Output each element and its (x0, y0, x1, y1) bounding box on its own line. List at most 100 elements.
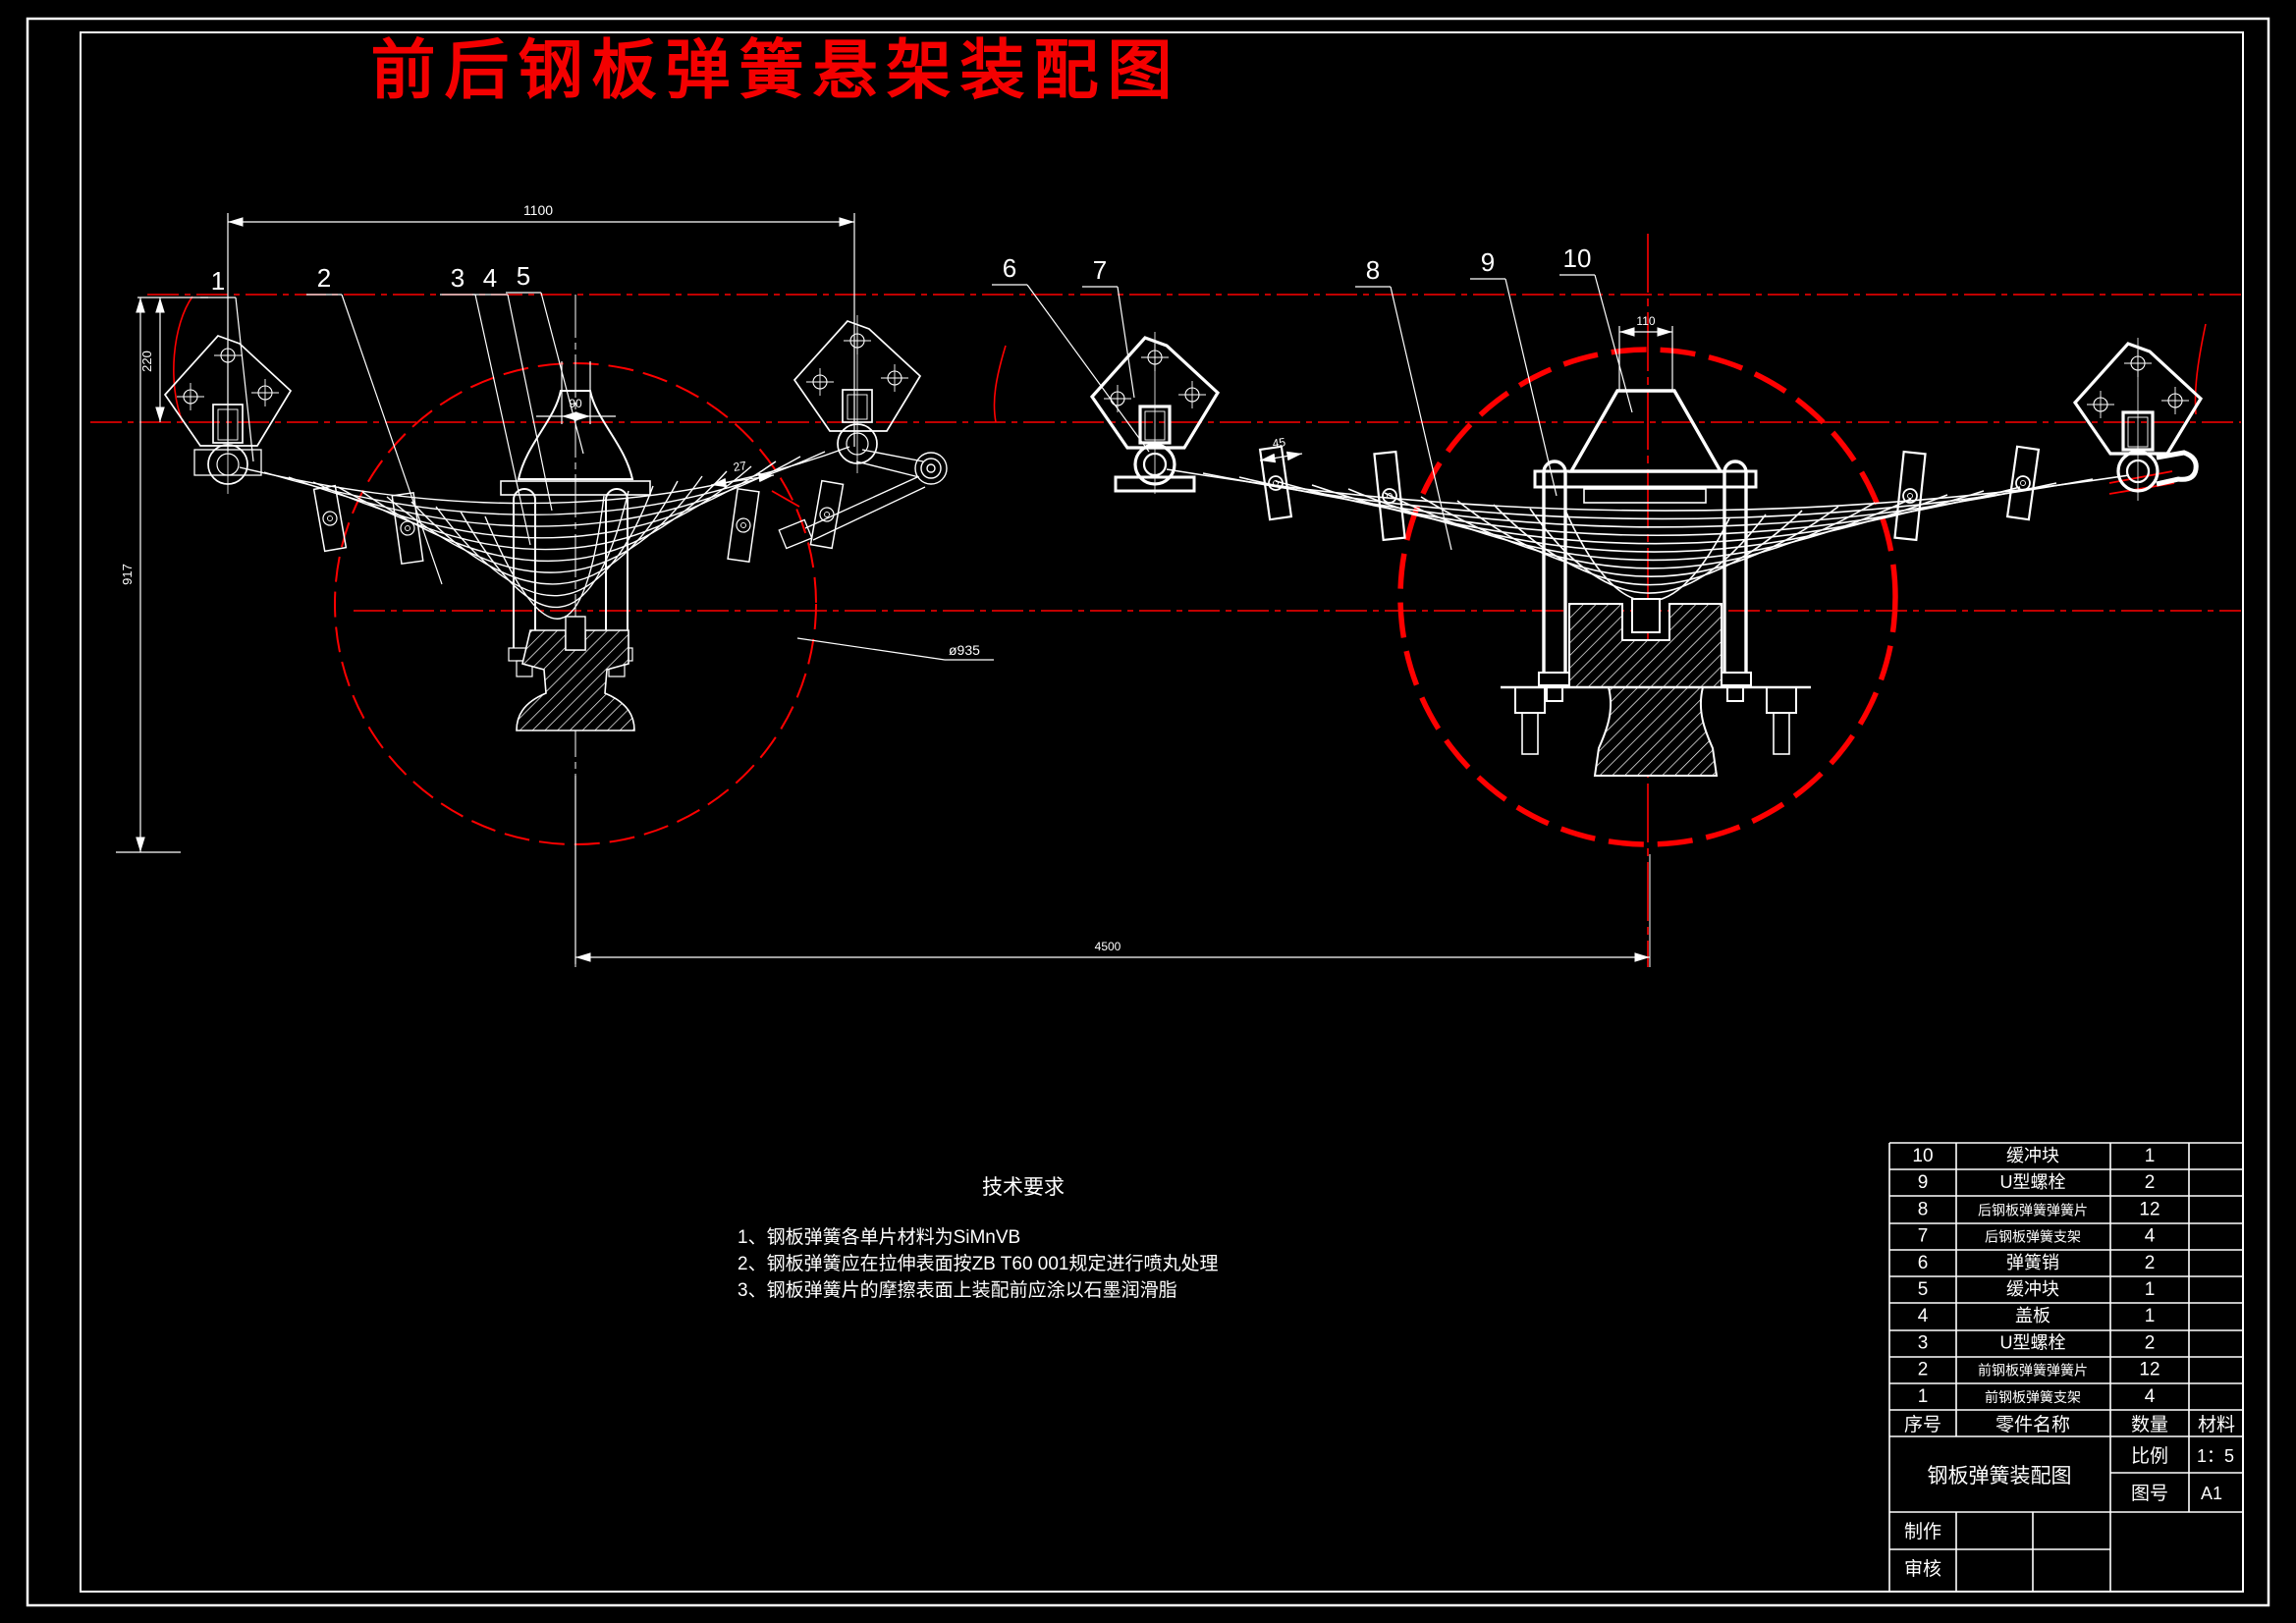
callout-7: 7 (1082, 255, 1135, 399)
callout-number: 2 (317, 263, 331, 293)
dim-45: 45 (1272, 435, 1287, 451)
tech-requirement-item: 3、钢板弹簧片的摩擦表面上装配前应涂以石墨润滑脂 (738, 1279, 1177, 1301)
leaf-line (1347, 488, 1948, 553)
rebound-clip (312, 484, 348, 553)
dim-917: 917 (120, 564, 135, 585)
callout-10: 10 (1559, 243, 1633, 413)
title-block: 钢板弹簧装配图 比例 1：5 图号 A1 制作 审核 (1904, 1445, 2234, 1580)
u-bolt (1722, 460, 1748, 673)
shackle-pin (914, 452, 948, 485)
spring-bracket (163, 335, 293, 447)
bom-cell-name: 盖板 (2015, 1306, 2050, 1325)
leaf-line (460, 490, 629, 608)
callout-leader (235, 297, 254, 462)
bom-cell-no: 7 (1918, 1226, 1929, 1247)
number-label: 图号 (2131, 1484, 2168, 1504)
number-value: A1 (2201, 1484, 2222, 1503)
bom-header-no: 序号 (1904, 1414, 1941, 1435)
callout-1: 1 (200, 266, 254, 462)
callout-9: 9 (1470, 247, 1558, 497)
dim-935: ø935 (949, 642, 980, 658)
tech-requirement-item: 2、钢板弹簧应在拉伸表面按ZB T60 001规定进行喷丸处理 (738, 1253, 1219, 1274)
u-bolt (513, 488, 536, 648)
bracket-hook (2156, 450, 2199, 487)
scale-label: 比例 (2131, 1445, 2168, 1467)
bom-cell-no: 10 (1912, 1146, 1933, 1166)
rear-spring-view (1089, 332, 2204, 777)
callout-8: 8 (1355, 255, 1452, 551)
white-centerlines (574, 295, 1651, 967)
leaf-line (1384, 492, 1912, 562)
bom-header-qty: 数量 (2131, 1414, 2168, 1435)
link-end (778, 518, 813, 550)
front-bumper-block (517, 390, 634, 480)
bom-cell-name: U型螺栓 (2000, 1172, 2066, 1192)
front-axle-seat (516, 629, 635, 731)
rear-axle-pedestal (1593, 686, 1719, 777)
callout-number: 8 (1366, 255, 1380, 285)
rebound-clip (1373, 450, 1406, 542)
u-bolt (605, 488, 629, 648)
dim-1100: 1100 (523, 202, 553, 218)
maker-label: 制作 (1904, 1521, 1941, 1542)
callout-5: 5 (506, 261, 584, 455)
bom-cell-qty: 4 (2145, 1386, 2156, 1407)
seat-bolt (1521, 712, 1539, 755)
leaf-line (410, 480, 679, 585)
spring-bracket (793, 320, 922, 432)
callout-number: 10 (1563, 243, 1592, 273)
bom-cell-name: 前钢板弹簧弹簧片 (1978, 1363, 2088, 1379)
callout-leader (1026, 284, 1150, 453)
seat-wing (1766, 686, 1797, 714)
rebound-clip (809, 479, 845, 550)
callout-4: 4 (472, 263, 553, 512)
callout-number: 6 (1003, 253, 1016, 283)
callout-leader (507, 294, 553, 512)
bom-cell-name: 后钢板弹簧弹簧片 (1978, 1202, 2088, 1217)
bom-row-3: 3 U型螺栓 2 (1918, 1332, 2156, 1353)
u-bolt-nut (1537, 671, 1572, 687)
bom-cell-qty: 2 (2145, 1332, 2156, 1353)
bom-cell-no: 8 (1918, 1199, 1929, 1219)
center-bolt (1631, 598, 1661, 633)
bom-cell-qty: 1 (2145, 1306, 2156, 1326)
center-bolt (565, 616, 586, 651)
bom-cell-no: 6 (1918, 1253, 1929, 1273)
bom-cell-qty: 1 (2145, 1146, 2156, 1166)
tech-requirement-item: 1、钢板弹簧各单片材料为SiMnVB (738, 1226, 1020, 1248)
leaf-line (484, 495, 605, 620)
bom-cell-name: U型螺栓 (2000, 1332, 2066, 1352)
tech-requirements-heading: 技术要求 (982, 1176, 1065, 1199)
bom-cell-name: 后钢板弹簧支架 (1985, 1229, 2081, 1245)
bom-cell-name: 弹簧销 (2006, 1253, 2059, 1272)
spring-bracket (1089, 336, 1221, 450)
callout-3: 3 (440, 263, 531, 546)
leaf-line (1311, 484, 1985, 545)
rebound-clip (727, 487, 760, 564)
leaf-line (1420, 496, 1876, 569)
callout-6: 6 (992, 253, 1150, 453)
callout-leader (1504, 278, 1558, 497)
callout-leader (1390, 286, 1452, 551)
bom-row-8: 8 后钢板弹簧弹簧片 12 (1918, 1199, 2160, 1219)
rebound-clip (1893, 450, 1927, 542)
leaf-line (435, 485, 654, 597)
front-spring-view (163, 315, 948, 731)
bom-cell-name: 缓冲块 (2006, 1279, 2059, 1299)
bom-header: 序号 零件名称 数量 材料 (1904, 1414, 2235, 1435)
bom-cell-qty: 12 (2139, 1199, 2159, 1219)
callout-2: 2 (306, 263, 443, 585)
leaf-line (1529, 508, 1767, 594)
callout-number: 1 (211, 266, 225, 296)
callout-number: 3 (451, 263, 465, 293)
leaf-line (1456, 500, 1839, 577)
drawing-title: 前后钢板弹簧悬架装配图 (371, 31, 1181, 108)
bom-cell-no: 3 (1918, 1332, 1929, 1353)
bom-cell-no: 9 (1918, 1172, 1929, 1193)
dim-27: 27 (733, 459, 748, 474)
